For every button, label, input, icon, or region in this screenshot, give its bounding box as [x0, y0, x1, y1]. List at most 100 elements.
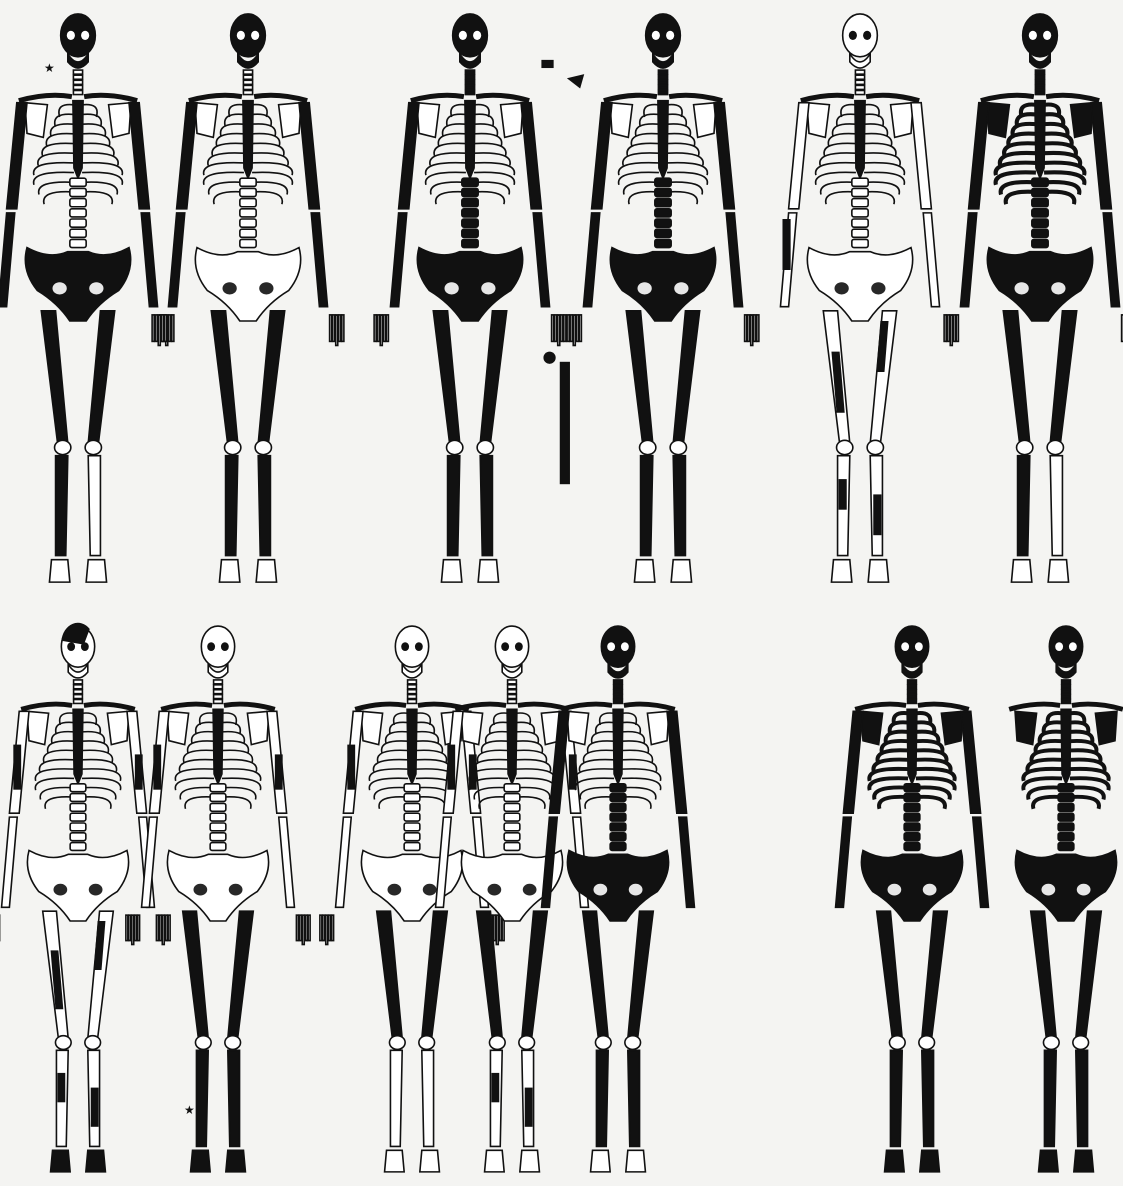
pelvis: [807, 248, 912, 321]
patella-right: [1047, 440, 1063, 454]
forearm-left-shaded: [782, 219, 790, 270]
hand-left-finger: [950, 315, 952, 346]
skull: [495, 626, 528, 667]
patella-left: [640, 440, 656, 454]
femur-left: [41, 311, 68, 444]
cervical-vertebra: [908, 690, 917, 694]
obturator-left: [1015, 282, 1029, 294]
lumbar-vertebra: [852, 219, 868, 227]
obturator-left: [54, 884, 68, 896]
lumbar-vertebra: [210, 784, 226, 792]
skeleton-figure: [374, 14, 584, 582]
lumbar-vertebra: [462, 209, 478, 217]
hand-left-finger: [573, 315, 575, 346]
eye-socket-right: [81, 31, 89, 40]
eye-socket-right: [81, 642, 89, 651]
cervical-vertebra: [243, 85, 252, 89]
foot-left: [634, 560, 654, 582]
scapula-right: [891, 103, 913, 138]
foot-left: [1011, 560, 1031, 582]
tibia-right: [1050, 456, 1062, 556]
scapula-right: [109, 103, 131, 138]
forearm-right: [973, 817, 989, 907]
cervical-vertebra: [214, 690, 223, 694]
tibia-left-shaded: [491, 1073, 499, 1102]
hand-right-finger: [165, 915, 167, 940]
cervical-vertebra: [74, 680, 83, 684]
cervical-vertebra: [1035, 90, 1044, 94]
foot-right: [626, 1150, 646, 1172]
lumbar-vertebra: [904, 833, 920, 841]
cervical-vertebra: [408, 695, 417, 699]
cervical-vertebra: [855, 80, 864, 84]
lumbar-vertebra: [1032, 178, 1048, 186]
eye-socket-right: [1069, 642, 1077, 651]
hand-left-finger: [138, 915, 140, 940]
scapula-right: [1071, 103, 1093, 138]
tibia-right: [88, 456, 100, 556]
lumbar-vertebra: [852, 229, 868, 237]
obturator-right: [89, 884, 103, 896]
obturator-left: [53, 282, 67, 294]
eye-socket-right: [1043, 31, 1051, 40]
humerus-left-shaded: [447, 745, 455, 790]
scapula-left: [361, 711, 383, 744]
scapula-right: [501, 103, 523, 138]
hand-left-finger: [579, 315, 581, 342]
patella-right: [867, 440, 883, 454]
cervical-vertebra: [508, 690, 517, 694]
femur-left: [1003, 311, 1030, 444]
cervical-vertebra: [73, 90, 82, 94]
lumbar-vertebra: [404, 823, 420, 831]
skull: [601, 626, 634, 667]
skull: [395, 626, 428, 667]
tibia-left: [1018, 456, 1030, 556]
scapula-left: [25, 103, 47, 138]
skeleton-figure: [0, 14, 174, 582]
cervical-vertebra: [74, 690, 83, 694]
lumbar-vertebra: [240, 188, 256, 196]
lumbar-vertebra: [70, 178, 86, 186]
foot-left: [219, 560, 239, 582]
cervical-vertebra: [73, 70, 82, 74]
humerus-left: [399, 103, 419, 209]
lumbar-vertebra: [404, 803, 420, 811]
femur-left: [877, 911, 902, 1038]
scapula-right: [647, 711, 669, 744]
lumbar-vertebra: [904, 794, 920, 802]
forearm-right: [311, 213, 327, 307]
patella-left: [1017, 440, 1033, 454]
skull: [1049, 626, 1082, 667]
scapula-left: [461, 711, 483, 744]
tibia-left: [226, 456, 238, 556]
femur-right: [1050, 311, 1077, 444]
foot-left: [591, 1150, 611, 1172]
foot-left: [441, 560, 461, 582]
patella-right: [255, 440, 271, 454]
eye-socket-right: [251, 31, 259, 40]
obturator-left: [388, 884, 402, 896]
lumbar-vertebra: [1058, 813, 1074, 821]
lumbar-vertebra: [404, 813, 420, 821]
forearm-left: [960, 213, 976, 307]
hand-right-finger: [552, 315, 554, 342]
cervical-vertebra: [74, 685, 83, 689]
pelvis: [25, 248, 130, 321]
tibia-right: [1076, 1050, 1088, 1146]
humerus-left-shaded: [153, 745, 161, 790]
hand-right-finger: [336, 315, 338, 346]
scapula-right: [1095, 711, 1117, 744]
hand-right-finger: [745, 315, 747, 342]
hand-left-finger: [332, 915, 334, 940]
foot-right: [671, 560, 691, 582]
lumbar-vertebra: [462, 219, 478, 227]
hand-right-finger: [751, 315, 753, 346]
patella-left: [195, 1036, 211, 1050]
patella-left: [55, 1036, 71, 1050]
lumbar-vertebra: [655, 209, 671, 217]
cervical-vertebra: [214, 680, 223, 684]
femur-right: [258, 311, 285, 444]
cervical-vertebra: [1035, 75, 1044, 79]
cervical-vertebra: [214, 685, 223, 689]
lumbar-vertebra: [240, 229, 256, 237]
